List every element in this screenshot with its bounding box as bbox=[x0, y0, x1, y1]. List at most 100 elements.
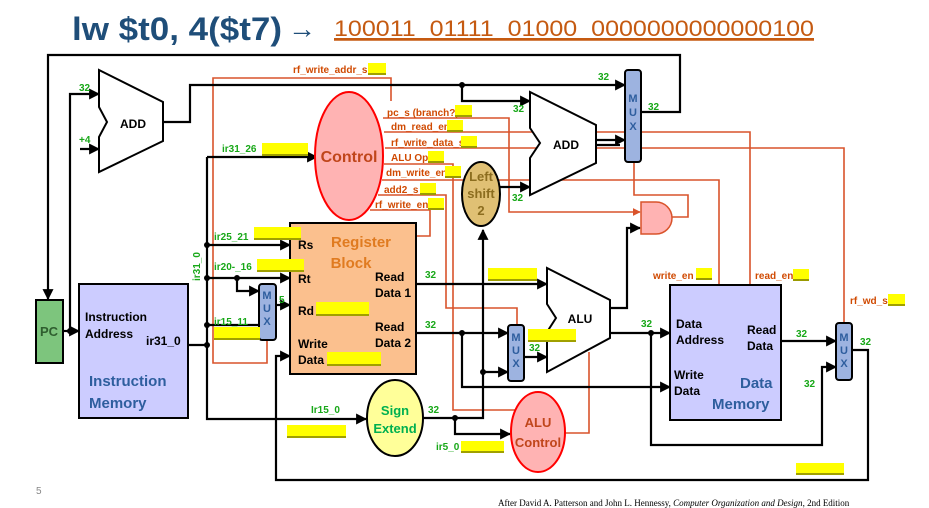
label-plus4: +4 bbox=[79, 135, 91, 146]
label-read-en: read_en bbox=[755, 271, 793, 282]
blank-alu-in-a[interactable] bbox=[488, 268, 537, 281]
label-ir25-21: ir25_21 bbox=[214, 232, 249, 243]
label-ir31-0: ir31_0 bbox=[192, 252, 203, 281]
blank-ir31-26[interactable] bbox=[262, 143, 308, 156]
blank-rf-write-addr-s[interactable] bbox=[368, 63, 386, 75]
blank-write-en[interactable] bbox=[696, 268, 712, 280]
wire-rd2-to-dmem bbox=[460, 333, 672, 393]
control-unit bbox=[314, 91, 384, 221]
rd-port: Rd bbox=[298, 304, 314, 318]
sign-extend-label-1: Sign bbox=[381, 403, 409, 418]
pc-label: PC bbox=[40, 324, 59, 339]
wire-signext-to-aluctl bbox=[453, 418, 512, 440]
label-write-en: write_en bbox=[652, 271, 694, 282]
wire-pc-to-add bbox=[68, 88, 101, 331]
wire-signext-out bbox=[423, 228, 489, 420]
blank-writeback[interactable] bbox=[796, 463, 844, 475]
label-alu-op: ALU Op. bbox=[391, 153, 431, 164]
alu-control-label-1: ALU bbox=[525, 415, 552, 430]
wire-and-out bbox=[633, 162, 689, 218]
blank-ir20-16[interactable] bbox=[257, 259, 304, 272]
credit-prefix: After David A. Patterson and John L. Hen… bbox=[498, 498, 673, 508]
instruction-memory bbox=[78, 283, 189, 419]
blank-rd[interactable] bbox=[316, 302, 369, 316]
label-ir5-0: ir5_0 bbox=[436, 442, 460, 453]
add-branch-label: ADD bbox=[553, 138, 579, 152]
imem-output: ir31_0 bbox=[146, 334, 181, 348]
dmem-name-2: Memory bbox=[712, 396, 770, 413]
imem-name-2: Memory bbox=[89, 395, 147, 412]
blank-add2-s[interactable] bbox=[420, 183, 436, 195]
mux-pc bbox=[624, 69, 642, 163]
wire-alu-op bbox=[384, 163, 521, 411]
mux-alu-m: M bbox=[511, 332, 520, 344]
read-data-2-a: Read bbox=[375, 320, 404, 334]
width-mux-in: 32 bbox=[598, 72, 610, 83]
blank-ir25-21[interactable] bbox=[254, 227, 301, 240]
alu bbox=[546, 266, 611, 374]
wire-rf-write-en bbox=[370, 209, 431, 237]
blank-ir15-11[interactable] bbox=[214, 327, 260, 340]
reg-write-data-1: Write bbox=[298, 337, 328, 351]
label-rf-write-en: rf_write_en bbox=[375, 200, 428, 211]
dmem-write-2: Data bbox=[674, 384, 700, 398]
dmem-read-1: Read bbox=[747, 323, 776, 337]
label-rf-write-addr-s: rf_write_addr_s bbox=[293, 65, 368, 76]
register-block-title-2: Block bbox=[331, 255, 373, 272]
alu-label: ALU bbox=[568, 312, 593, 326]
register-block-title-1: Register bbox=[331, 234, 391, 251]
pc-register bbox=[35, 299, 64, 364]
width-read-data-1: 32 bbox=[425, 270, 437, 281]
imem-port-2: Address bbox=[85, 327, 133, 341]
mux-alu-x: X bbox=[512, 358, 520, 370]
blank-ir5-0[interactable] bbox=[461, 441, 504, 453]
width-read-data-2: 32 bbox=[425, 320, 437, 331]
credit-book: Computer Organization and Design bbox=[673, 498, 803, 508]
reg-write-data-2: Data bbox=[298, 353, 324, 367]
left-shift-label-2: shift bbox=[467, 186, 495, 201]
instruction-title: lw $t0, 4($t7) bbox=[72, 11, 282, 47]
wire-pc-loop bbox=[42, 53, 682, 301]
left-shift-2 bbox=[461, 161, 501, 227]
blank-read-en[interactable] bbox=[793, 269, 809, 281]
blank-dm-write-en[interactable] bbox=[445, 166, 461, 178]
width-wb-out: 32 bbox=[860, 337, 872, 348]
dmem-address-1: Data bbox=[676, 317, 702, 331]
blank-write-data[interactable] bbox=[327, 352, 381, 366]
dmem-write-1: Write bbox=[674, 368, 704, 382]
wire-add1-to-add2 bbox=[460, 85, 532, 107]
wire-rt-to-mux bbox=[235, 278, 261, 297]
blank-rf-wd-s[interactable] bbox=[888, 294, 905, 306]
credit: After David A. Patterson and John L. Hen… bbox=[498, 498, 850, 508]
label-add2-s: add2_s bbox=[384, 185, 419, 196]
wire-rf-write-addr-s bbox=[212, 77, 392, 364]
width-add2-in: 32 bbox=[513, 104, 525, 115]
blank-rf-write-data-s[interactable] bbox=[461, 136, 477, 148]
arrow-icon: → bbox=[288, 13, 316, 44]
mux-wb-u: U bbox=[840, 345, 848, 357]
label-ir20-16: ir20-_16 bbox=[214, 262, 252, 273]
page-number: 5 bbox=[36, 486, 42, 497]
wire-pc-s bbox=[383, 117, 641, 216]
imem-name-1: Instruction bbox=[89, 373, 167, 390]
mux-alu-u: U bbox=[512, 345, 520, 357]
add-pc-adder bbox=[98, 68, 164, 174]
wire-alu-zero bbox=[610, 222, 642, 310]
answer-blanks bbox=[214, 63, 905, 475]
sign-extend-label-2: Extend bbox=[373, 421, 416, 436]
mux-writeback bbox=[835, 322, 853, 381]
add-branch-adder bbox=[529, 90, 597, 197]
blank-rf-write-en[interactable] bbox=[428, 198, 444, 210]
width-mux-out: 32 bbox=[648, 102, 660, 113]
mux-rd bbox=[258, 283, 277, 341]
width-alu-result: 32 bbox=[641, 319, 653, 330]
blank-ir15-0[interactable] bbox=[287, 425, 346, 438]
blank-alu-in-b[interactable] bbox=[528, 329, 576, 342]
blank-pc-s[interactable] bbox=[455, 105, 472, 117]
blank-dm-read-en[interactable] bbox=[447, 120, 463, 132]
blank-alu-op[interactable] bbox=[428, 151, 444, 163]
mux-wb-m: M bbox=[839, 332, 848, 344]
instruction-encoding: 100011 01111 01000 0000000000000100 bbox=[334, 16, 814, 41]
register-block bbox=[289, 222, 417, 375]
